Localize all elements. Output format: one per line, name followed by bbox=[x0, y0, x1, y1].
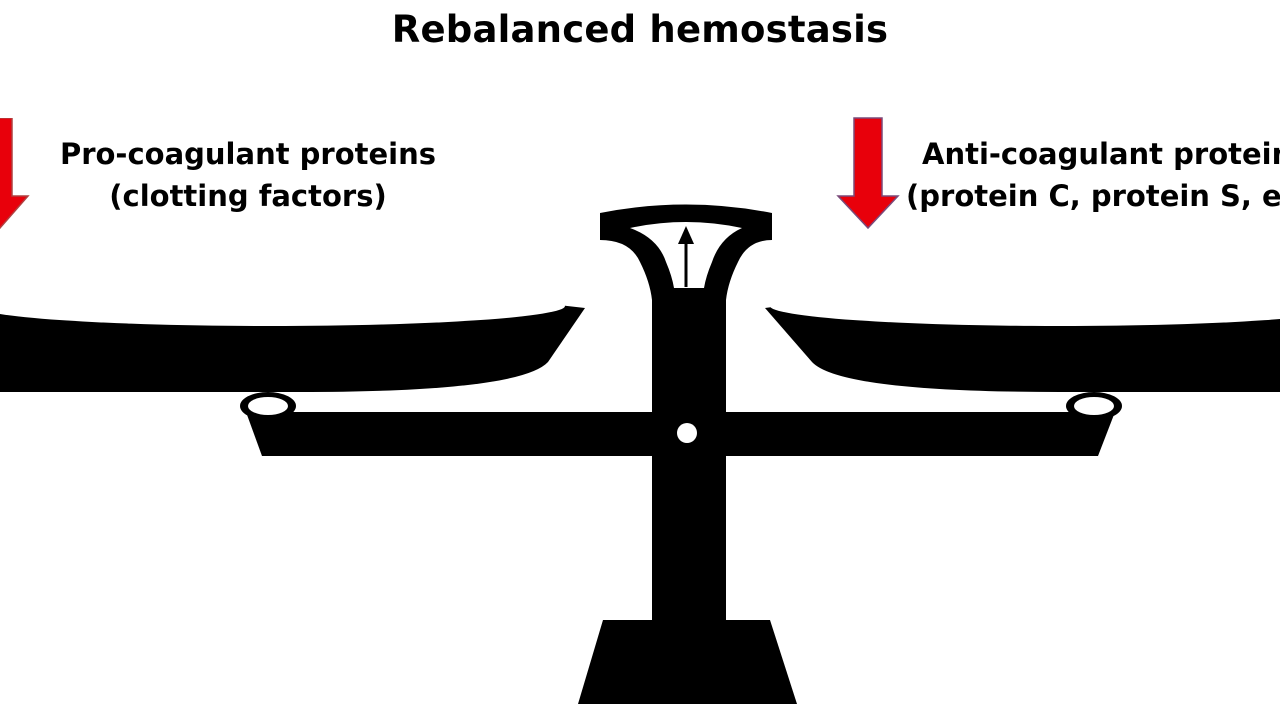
scale-base bbox=[578, 620, 797, 704]
pro-coagulant-title: Pro-coagulant proteins bbox=[59, 137, 437, 171]
scale-pivot bbox=[677, 423, 697, 443]
diagram-title: Rebalanced hemostasis bbox=[391, 8, 889, 51]
pro-coagulant-label: Pro-coagulant proteins (clotting factors… bbox=[48, 133, 448, 217]
anti-coagulant-label: Anti-coagulant proteins (protein C, prot… bbox=[906, 133, 1280, 217]
anti-coagulant-subtitle: (protein C, protein S, etc.) bbox=[906, 179, 1280, 213]
anti-coagulant-title: Anti-coagulant proteins bbox=[922, 137, 1280, 171]
pro-coagulant-subtitle: (clotting factors) bbox=[109, 179, 387, 213]
left-down-arrow-icon bbox=[0, 118, 30, 230]
right-down-arrow-icon bbox=[836, 117, 900, 230]
